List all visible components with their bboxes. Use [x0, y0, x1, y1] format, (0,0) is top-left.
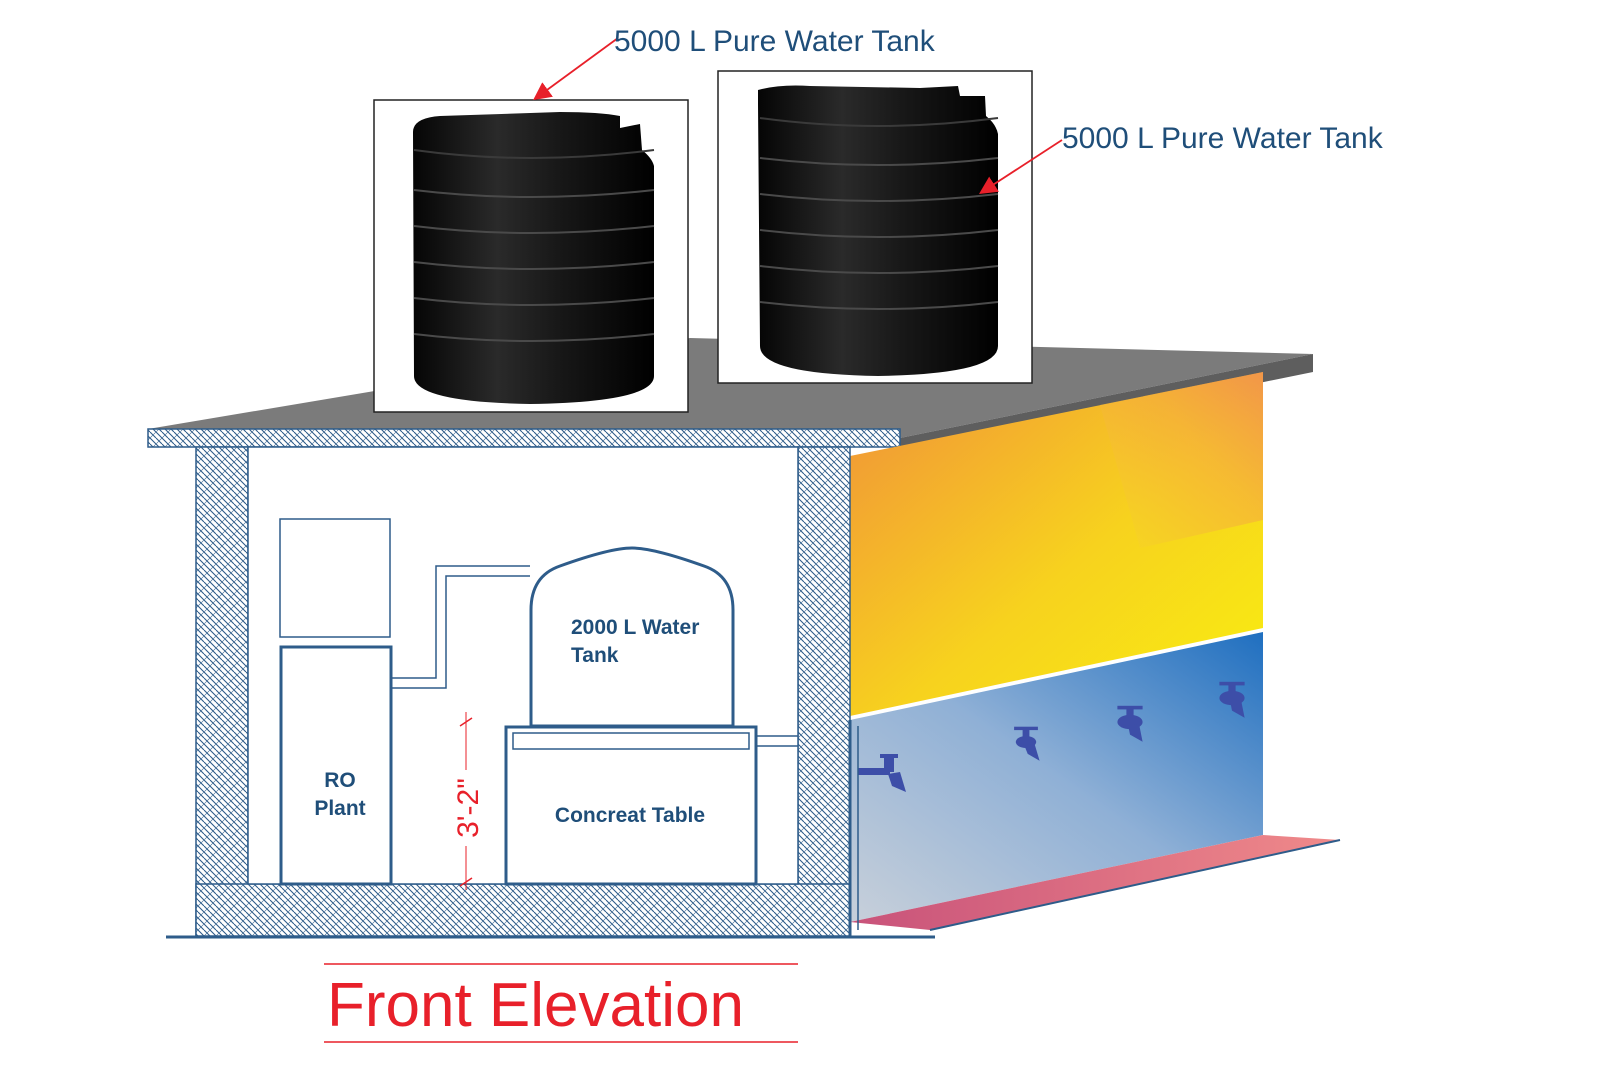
side-wall-lower [850, 632, 1263, 922]
floor-slab [195, 883, 851, 937]
pure-water-tank-right [717, 70, 1033, 384]
water-tap-icon [1219, 681, 1245, 718]
pipe-table-to-wall [756, 735, 798, 747]
wall-right [797, 446, 851, 937]
callout-arrow-right [978, 139, 1063, 194]
ro-plant-unit [279, 645, 393, 886]
concrete-table [504, 725, 758, 886]
inner-tank-label-1: 2000 L Water [571, 616, 699, 639]
ro-plant-label-2: Plant [314, 797, 365, 820]
callout-label-left: 5000 L Pure Water Tank [614, 25, 936, 58]
callout-arrow-left [533, 37, 619, 101]
pure-water-tank-left [373, 99, 689, 413]
concrete-table-label: Concreat Table [555, 804, 705, 827]
side-floor-strip [850, 835, 1340, 930]
page-title: Front Elevation [327, 971, 744, 1040]
inner-water-tank [529, 546, 735, 728]
callout-label-right: 5000 L Pure Water Tank [1062, 122, 1384, 155]
ro-filter-box [279, 518, 391, 638]
side-wall-upper-glow [1100, 372, 1263, 548]
roof-front-edge [147, 428, 901, 448]
floor-edge-line [929, 839, 1341, 931]
water-tap-icon [858, 754, 906, 792]
inner-tank-label-2: Tank [571, 644, 619, 667]
wall-left [195, 446, 249, 937]
concrete-table-top [512, 732, 750, 750]
ro-plant-label-1: RO [324, 769, 356, 792]
height-dimension: 3'-2" [448, 712, 485, 890]
water-tap-icon [1117, 705, 1143, 742]
pipe-ro-to-tank [391, 565, 530, 689]
dimension-label: 3'-2" [452, 778, 485, 838]
